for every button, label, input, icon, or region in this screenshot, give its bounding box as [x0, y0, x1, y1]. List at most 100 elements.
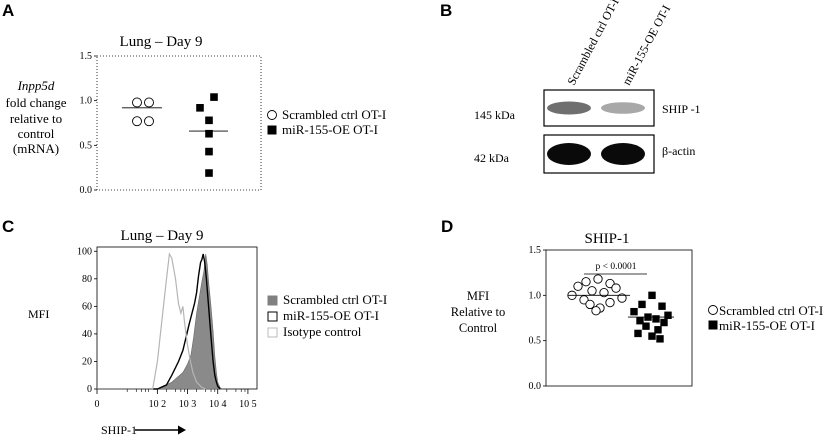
data-point-filled-square [205, 116, 213, 125]
panel-c-ylabel: MFI [28, 307, 49, 321]
data-point-open-circle [585, 299, 595, 310]
y-tick-label: 0.5 [80, 140, 93, 151]
panel-a-ylabel-line: Inpp5d [17, 78, 55, 93]
data-point-filled-square [664, 311, 672, 319]
x-tick-label: 10 4 [209, 399, 227, 410]
panel-d-points [567, 274, 674, 343]
data-point-filled-square [205, 169, 213, 177]
panel-a-ylabel-line: (mRNA) [13, 141, 59, 156]
legend-label: Scrambled ctrl OT-I [282, 107, 386, 122]
data-point-open-circle [144, 97, 154, 108]
data-point-open-circle [587, 286, 597, 296]
panel-a-ylabel-line: relative to [10, 111, 62, 126]
y-tick-label: 0.5 [529, 336, 542, 347]
panel-d-ylabel-line: Control [459, 321, 498, 335]
y-tick-label: 60 [82, 301, 92, 312]
data-point-open-circle [611, 283, 621, 293]
legend-marker-gray-fill [267, 295, 278, 306]
panel-c-frame [96, 246, 258, 390]
y-tick-label: 0 [87, 384, 92, 395]
band-size-label: 42 kDa [474, 151, 510, 165]
blot-bands-ship1 [547, 101, 645, 115]
panel-c-title: Lung – Day 9 [121, 228, 204, 244]
histogram-isotype [97, 252, 206, 390]
legend-label: Scrambled ctrl OT-I [283, 292, 387, 307]
data-point-filled-square [205, 147, 213, 156]
panel-a-ylabel-line: control [18, 126, 55, 141]
y-tick-label: 0.0 [529, 381, 542, 392]
legend-label: miR-155-OE OT-I [283, 308, 379, 323]
panel-c-legend: Scrambled ctrl OT-I miR-155-OE OT-I Isot… [267, 292, 387, 339]
arrow-head [178, 425, 186, 435]
legend-marker-gray-outline [267, 327, 278, 338]
panel-d: D SHIP-1 0.00.51.01.5 MFI Relative to Co… [441, 217, 823, 392]
data-point-open-circle [581, 277, 591, 287]
panel-b: B Scrambled ctrl OT-I miR-155-OE OT-I 14… [440, 0, 701, 174]
x-tick-label: 10 2 [149, 399, 167, 410]
panel-d-ylabel-line: Relative to [451, 305, 506, 319]
data-point-filled-square [654, 326, 662, 334]
panel-d-title: SHIP-1 [584, 231, 629, 247]
band-size-label: 145 kDa [474, 108, 516, 122]
data-point-filled-square [660, 318, 668, 327]
data-point-filled-square [210, 93, 218, 101]
y-tick-label: 0.0 [80, 185, 93, 196]
y-tick-label: 20 [82, 356, 92, 367]
data-point-filled-square [636, 317, 644, 325]
blot-band [547, 101, 591, 115]
data-point-filled-square [630, 307, 638, 316]
panel-a: A Lung – Day 9 0.0 0.5 1.0 1.5 Inpp5d fold … [2, 1, 386, 196]
x-tick-label: 10 5 [239, 399, 257, 410]
panel-c-xlabel-arrow [135, 425, 186, 435]
data-point-open-circle [573, 281, 583, 291]
data-point-filled-square [656, 335, 664, 343]
panel-letter-d: D [441, 217, 453, 236]
x-tick-label: 10 3 [179, 399, 197, 410]
panel-a-ylabel: Inpp5d fold change relative to control (… [5, 78, 66, 156]
legend-marker-black-outline [267, 311, 278, 322]
panel-d-ylabel-line: MFI [467, 289, 489, 303]
y-tick-label: 80 [82, 274, 92, 285]
y-tick-label: 100 [77, 246, 92, 257]
panel-a-points [122, 93, 228, 177]
legend-label: Isotype control [283, 324, 362, 339]
data-point-filled-square [205, 129, 213, 138]
y-tick-label: 1.5 [80, 51, 93, 62]
data-point-open-circle [593, 274, 603, 284]
blot-band [601, 102, 645, 114]
panel-d-ylabel: MFI Relative to Control [451, 289, 506, 335]
data-point-filled-square [638, 300, 646, 309]
data-point-filled-square [658, 302, 666, 310]
band-protein-label: SHIP -1 [662, 102, 701, 116]
legend-marker-open-circle [708, 305, 718, 315]
panel-a-ylabel-line: fold change [5, 95, 66, 110]
panel-letter-b: B [440, 1, 452, 20]
y-tick-label: 1.0 [529, 290, 542, 301]
panel-a-title: Lung – Day 9 [120, 34, 203, 50]
lane-label: miR-155-OE OT-I [619, 3, 673, 88]
blot-band [547, 143, 591, 165]
panel-a-legend: Scrambled ctrl OT-I miR-155-OE OT-I [267, 107, 386, 137]
data-point-open-circle [605, 297, 615, 308]
lane-label: Scrambled ctrl OT-I [564, 0, 622, 87]
legend-marker-open-circle [267, 110, 277, 120]
y-tick-label: 1.0 [80, 96, 93, 107]
data-point-open-circle [599, 287, 609, 298]
data-point-open-circle [617, 293, 627, 303]
histogram-scrambled-ctrl [97, 253, 224, 390]
data-point-filled-square [652, 315, 660, 323]
data-point-open-circle [591, 306, 601, 316]
data-point-open-circle [132, 116, 142, 127]
legend-marker-filled-square [708, 320, 718, 330]
panel-a-y-ticks: 0.0 0.5 1.0 1.5 [80, 51, 97, 196]
panel-d-y-ticks: 0.00.51.01.5 [529, 245, 546, 392]
legend-label: miR-155-OE OT-I [282, 122, 378, 137]
legend-label: miR-155-OE OT-I [719, 318, 815, 333]
panel-letter-a: A [2, 1, 14, 20]
data-point-open-circle [132, 97, 142, 108]
data-point-open-circle [144, 116, 154, 127]
